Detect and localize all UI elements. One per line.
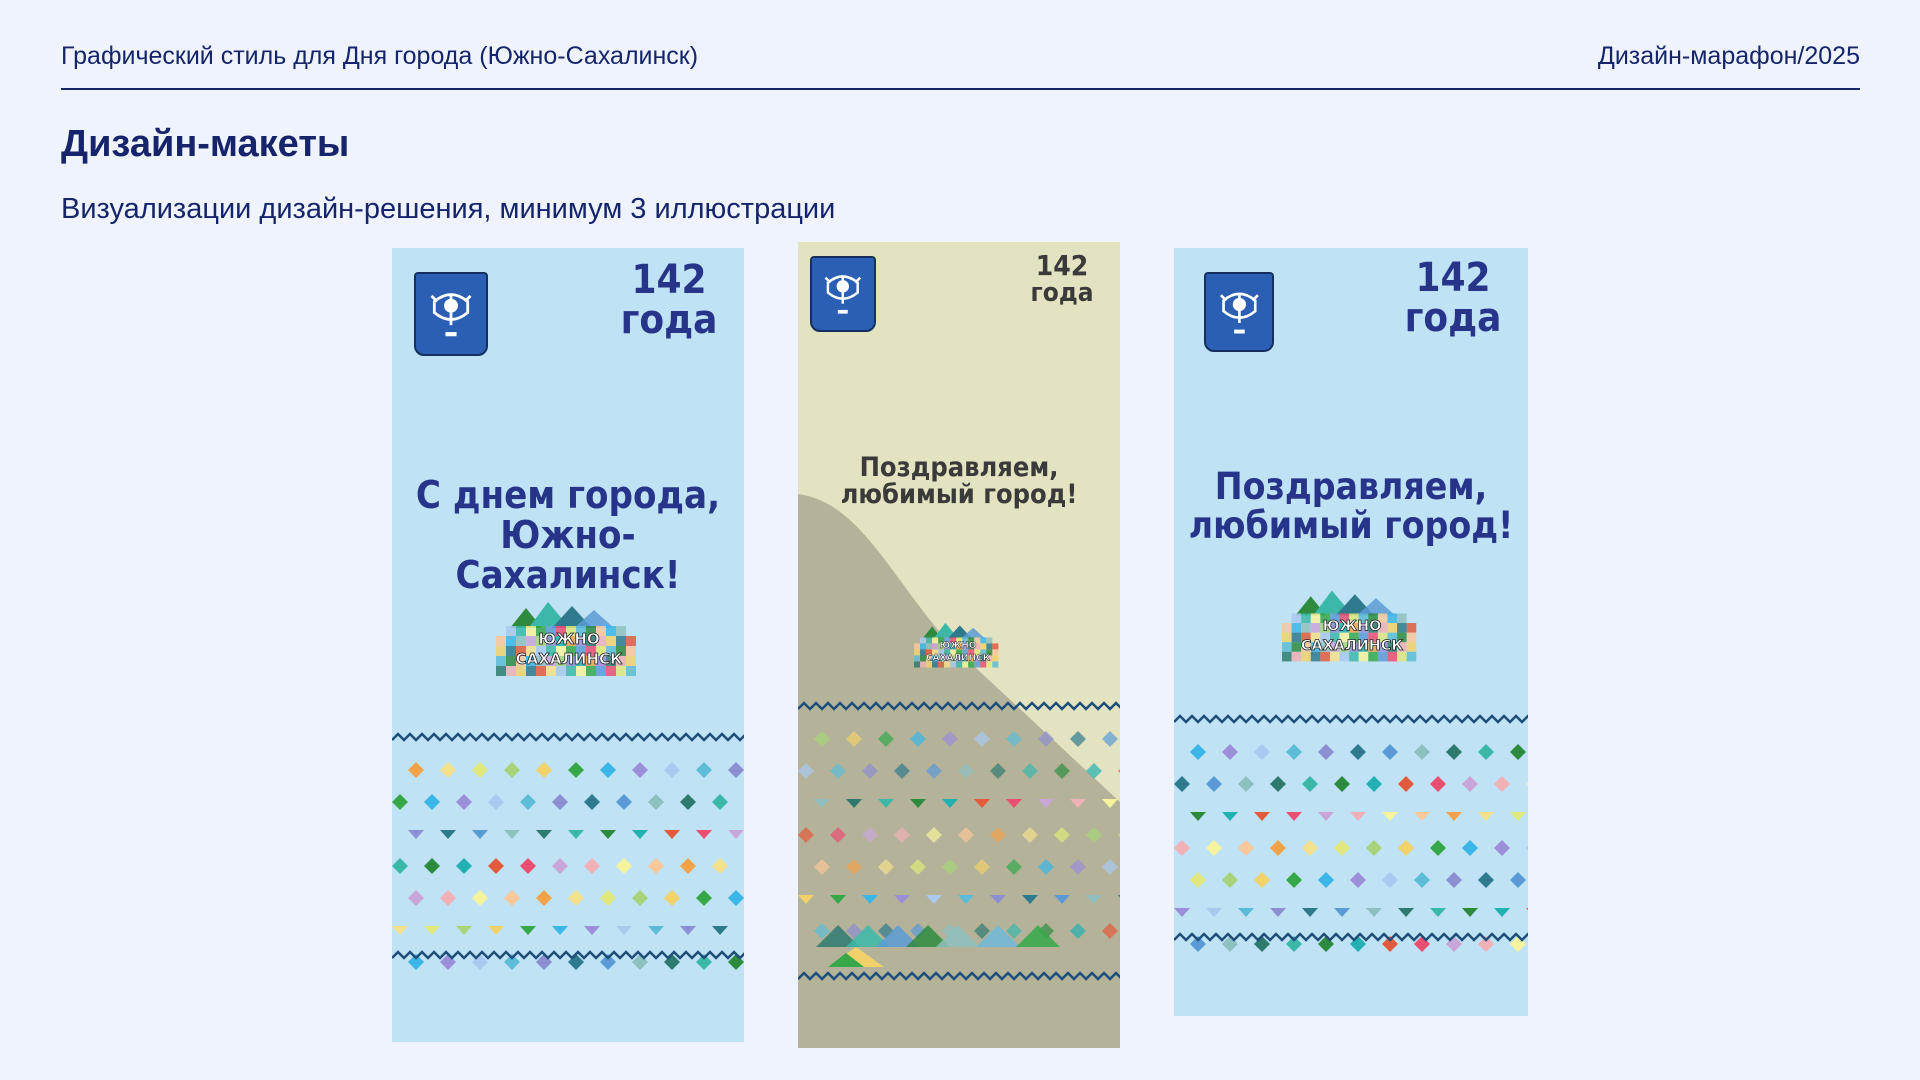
greeting-line-1: Поздравляем, [1214, 465, 1488, 508]
greeting-text: Поздравляем, любимый город! [1174, 465, 1528, 547]
banner-mockup-3: 142 года Поздравляем, любимый город! ЮЖН… [1174, 248, 1528, 1016]
page-title: Дизайн-макеты [61, 123, 350, 165]
svg-text:ЮЖНО: ЮЖНО [538, 630, 599, 648]
banner-mockup-2: 142 года Поздравляем, любимый город! ЮЖН… [798, 242, 1120, 1048]
header-project-title: Графический стиль для Дня города (Южно-С… [61, 42, 699, 70]
years-badge: 142 года [1022, 249, 1102, 308]
greeting-line-2: любимый город! [1188, 503, 1514, 547]
years-word: года [620, 297, 718, 343]
city-mountains-logo-icon: ЮЖНО САХАЛИНСК [914, 622, 999, 668]
greeting-text: Поздравляем, любимый город! [798, 454, 1120, 508]
city-mountains-logo-icon: ЮЖНО САХАЛИНСК [496, 602, 636, 676]
years-badge: 142 года [614, 260, 724, 340]
years-word: года [1404, 295, 1502, 341]
greeting-text: С днем города, Южно-Сахалинск! [392, 473, 744, 597]
years-number: 142 [1415, 255, 1491, 301]
greeting-line-1: С днем города, [415, 473, 721, 517]
coat-of-arms-icon [414, 272, 488, 356]
greeting-line-2: Южно-Сахалинск! [455, 512, 681, 597]
decorative-pattern [1174, 714, 1528, 952]
decorative-pattern [392, 732, 744, 970]
years-badge: 142 года [1398, 258, 1508, 338]
svg-text:САХАЛИНСК: САХАЛИНСК [516, 650, 623, 668]
years-word: года [1030, 278, 1094, 308]
header-event-label: Дизайн-марафон/2025 [1597, 42, 1860, 70]
greeting-line-2: любимый город! [840, 479, 1078, 510]
svg-text:САХАЛИНСК: САХАЛИНСК [926, 653, 991, 663]
greeting-line-1: Поздравляем, [859, 452, 1059, 483]
svg-text:ЮЖНО: ЮЖНО [1323, 619, 1382, 635]
decorative-pattern [798, 701, 1120, 981]
page-subtitle: Визуализации дизайн-решения, минимум 3 и… [61, 193, 836, 225]
city-mountains-logo-icon: ЮЖНО САХАЛИНСК [1282, 590, 1417, 662]
years-number: 142 [631, 257, 707, 303]
banner-mockup-1: 142 года С днем города, Южно-Сахалинск! … [392, 248, 744, 1042]
svg-text:САХАЛИНСК: САХАЛИНСК [1301, 638, 1403, 654]
years-number: 142 [1035, 249, 1089, 282]
svg-text:ЮЖНО: ЮЖНО [940, 641, 977, 651]
coat-of-arms-icon [1204, 272, 1274, 352]
slide-header: Графический стиль для Дня города (Южно-С… [61, 40, 1860, 90]
coat-of-arms-icon [810, 256, 876, 332]
